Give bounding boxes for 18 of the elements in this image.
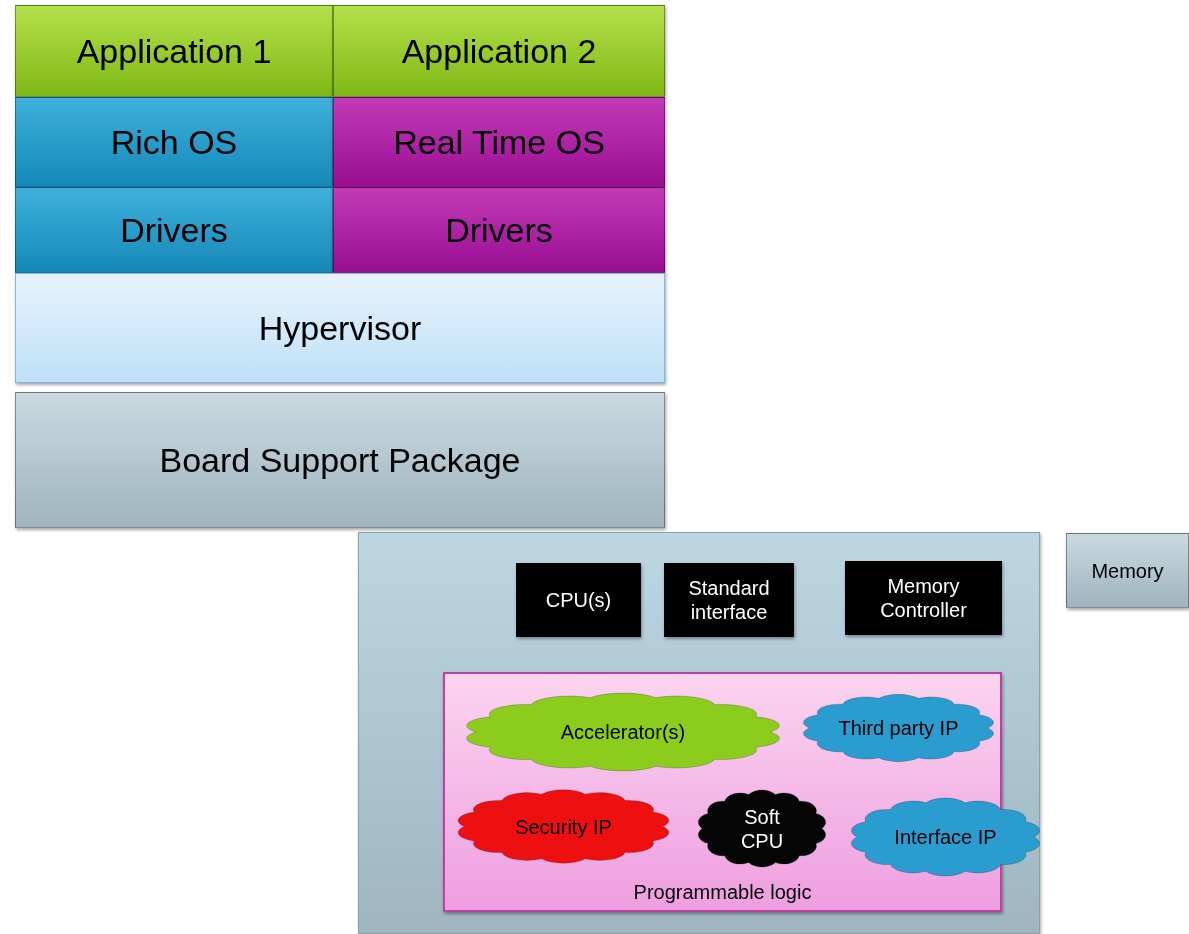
box-label: Drivers [120, 209, 228, 251]
box-label: Application 1 [76, 30, 272, 72]
box-label: Standard interface [687, 576, 771, 624]
box-label: Real Time OS [393, 121, 605, 163]
cloud-label: Third party IP [838, 716, 959, 740]
box-label: Memory [1091, 558, 1164, 583]
area-label: Programmable logic [633, 880, 812, 904]
cloud-label: Security IP [515, 814, 612, 839]
cloud-label: Soft CPU [739, 804, 785, 853]
box-label: Hypervisor [258, 307, 422, 349]
box-label: Memory Controller [879, 574, 968, 622]
box-label: CPU(s) [545, 588, 612, 612]
box-label: Application 2 [401, 30, 597, 72]
box-label: Board Support Package [159, 439, 521, 481]
box-label: Rich OS [110, 121, 238, 163]
cloud-label: Interface IP [894, 825, 997, 849]
cloud-label: Accelerator(s) [560, 720, 686, 744]
box-label: Drivers [445, 209, 553, 251]
